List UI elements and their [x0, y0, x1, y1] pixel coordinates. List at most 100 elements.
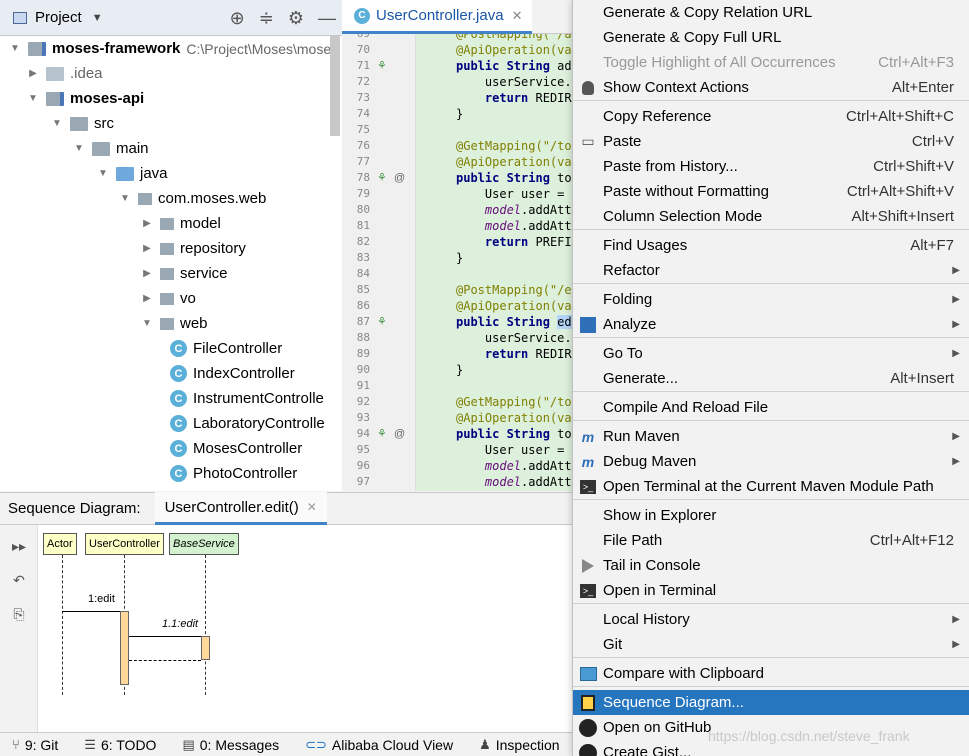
collapsed-arrow-icon[interactable]: ▶: [29, 68, 37, 79]
tree-item[interactable]: ▼ moses-api: [26, 86, 144, 111]
tree-item[interactable]: ▼ main: [72, 136, 148, 161]
chevron-down-icon[interactable]: ▼: [91, 11, 103, 24]
collapsed-arrow-icon[interactable]: ▶: [143, 293, 151, 304]
messages-tool-button[interactable]: ▤0: Messages: [182, 737, 279, 753]
git-tool-button[interactable]: ⑂9: Git: [12, 737, 58, 753]
message-arrow[interactable]: [62, 611, 120, 612]
close-icon[interactable]: ✕: [306, 500, 317, 514]
spring-bean-icon[interactable]: ⚘: [377, 316, 387, 328]
tree-item[interactable]: ▼ src: [50, 111, 114, 136]
expanded-arrow-icon[interactable]: ▼: [10, 43, 20, 54]
lifeline-actor[interactable]: Actor: [43, 533, 77, 555]
menu-item-git[interactable]: Git▶: [573, 632, 969, 657]
reload-icon[interactable]: ↶: [13, 572, 25, 588]
collapsed-arrow-icon[interactable]: ▶: [143, 268, 151, 279]
close-icon[interactable]: ✕: [511, 7, 523, 23]
tree-item[interactable]: ▶ .idea: [26, 61, 102, 86]
tree-item[interactable]: C FileController: [170, 336, 282, 361]
sequence-tab[interactable]: UserController.edit() ✕: [154, 492, 327, 525]
menu-item-analyze[interactable]: Analyze▶: [573, 312, 969, 337]
lifeline-dash: [62, 555, 63, 695]
menu-item-open-on-github[interactable]: Open on GitHub: [573, 715, 969, 740]
tree-item[interactable]: C IndexController: [170, 361, 295, 386]
code-line: }: [456, 107, 464, 121]
code-line: @PostMapping("/ed: [456, 283, 574, 297]
menu-item-label: Tail in Console: [603, 557, 701, 574]
collapse-all-icon[interactable]: ≑: [258, 7, 274, 28]
menu-item-compare-with-clipboard[interactable]: Compare with Clipboard: [573, 661, 969, 686]
tree-item[interactable]: C PhotoController: [170, 461, 297, 486]
menu-item-local-history[interactable]: Local History▶: [573, 607, 969, 632]
tree-item[interactable]: ▶ model: [140, 211, 221, 236]
editor-tab[interactable]: C UserController.java ✕: [342, 0, 532, 34]
menu-item-compile-and-reload-file[interactable]: Compile And Reload File: [573, 395, 969, 420]
expanded-arrow-icon[interactable]: ▼: [98, 168, 108, 179]
tree-item[interactable]: ▼ java: [96, 161, 167, 186]
expand-icon[interactable]: ▸▸: [11, 538, 27, 554]
locate-icon[interactable]: ⊕: [229, 7, 245, 28]
tree-item[interactable]: ▶ repository: [140, 236, 246, 261]
collapsed-arrow-icon[interactable]: ▶: [143, 218, 151, 229]
sequence-diagram-canvas[interactable]: Actor UserController BaseService 1:edit …: [38, 525, 574, 732]
inspection-tool-button[interactable]: ♟Inspection: [479, 737, 559, 753]
menu-item-show-in-explorer[interactable]: Show in Explorer: [573, 503, 969, 528]
tree-item[interactable]: ▶ vo: [140, 286, 196, 311]
tree-scrollbar[interactable]: [330, 36, 340, 136]
collapsed-arrow-icon[interactable]: ▶: [143, 243, 151, 254]
menu-separator: [573, 391, 969, 392]
expanded-arrow-icon[interactable]: ▼: [142, 318, 152, 329]
spring-bean-icon[interactable]: ⚘: [377, 60, 387, 72]
gear-icon[interactable]: ⚙: [287, 7, 304, 28]
tree-item[interactable]: C LaboratoryControlle: [170, 411, 325, 436]
menu-item-refactor[interactable]: Refactor▶: [573, 258, 969, 283]
message-label: 1:edit: [88, 593, 115, 605]
package-icon: [160, 217, 174, 230]
menu-item-tail-in-console[interactable]: Tail in Console: [573, 553, 969, 578]
lifeline-baseservice[interactable]: BaseService: [169, 533, 239, 555]
menu-item-generate-copy-full-url[interactable]: Generate & Copy Full URL: [573, 25, 969, 50]
spring-bean-icon[interactable]: ⚘: [377, 172, 387, 184]
menu-item-generate[interactable]: Generate...Alt+Insert: [573, 366, 969, 391]
alibaba-cloud-tool-button[interactable]: ⊂⊃Alibaba Cloud View: [305, 737, 453, 753]
menu-item-folding[interactable]: Folding▶: [573, 287, 969, 312]
tree-item[interactable]: ▼ moses-framework C:\Project\Moses\mose: [8, 36, 331, 61]
menu-item-sequence-diagram[interactable]: Sequence Diagram...: [573, 690, 969, 715]
tree-item[interactable]: ▶ service: [140, 261, 227, 286]
expanded-arrow-icon[interactable]: ▼: [28, 93, 38, 104]
expanded-arrow-icon[interactable]: ▼: [52, 118, 62, 129]
annotation-icon[interactable]: @: [394, 428, 406, 440]
tree-item[interactable]: C InstrumentControlle: [170, 386, 324, 411]
messages-icon: ▤: [182, 736, 195, 752]
code-line: userService.s: [456, 75, 574, 89]
tree-item[interactable]: ▼ web: [140, 311, 207, 336]
expanded-arrow-icon[interactable]: ▼: [120, 193, 130, 204]
message-arrow[interactable]: [129, 636, 201, 637]
spring-bean-icon[interactable]: ⚘: [377, 428, 387, 440]
annotation-icon[interactable]: @: [394, 172, 406, 184]
menu-item-create-gist[interactable]: Create Gist...: [573, 740, 969, 756]
menu-item-go-to[interactable]: Go To▶: [573, 341, 969, 366]
tree-item[interactable]: C MosesController: [170, 436, 302, 461]
export-icon[interactable]: ⎘: [13, 606, 25, 622]
menu-item-generate-copy-relation-url[interactable]: Generate & Copy Relation URL: [573, 0, 969, 25]
expanded-arrow-icon[interactable]: ▼: [74, 143, 84, 154]
lifeline-usercontroller[interactable]: UserController: [85, 533, 164, 555]
menu-item-open-in-terminal[interactable]: >_Open in Terminal: [573, 578, 969, 603]
menu-item-open-terminal-at-the-current-maven-module-path[interactable]: >_Open Terminal at the Current Maven Mod…: [573, 474, 969, 499]
project-panel-title[interactable]: Project: [35, 9, 82, 26]
todo-tool-button[interactable]: ☰6: TODO: [84, 737, 156, 753]
minimize-icon[interactable]: —: [318, 7, 336, 28]
tree-item[interactable]: ▼ com.moses.web: [118, 186, 266, 211]
menu-item-paste-from-history[interactable]: Paste from History...Ctrl+Shift+V: [573, 154, 969, 179]
